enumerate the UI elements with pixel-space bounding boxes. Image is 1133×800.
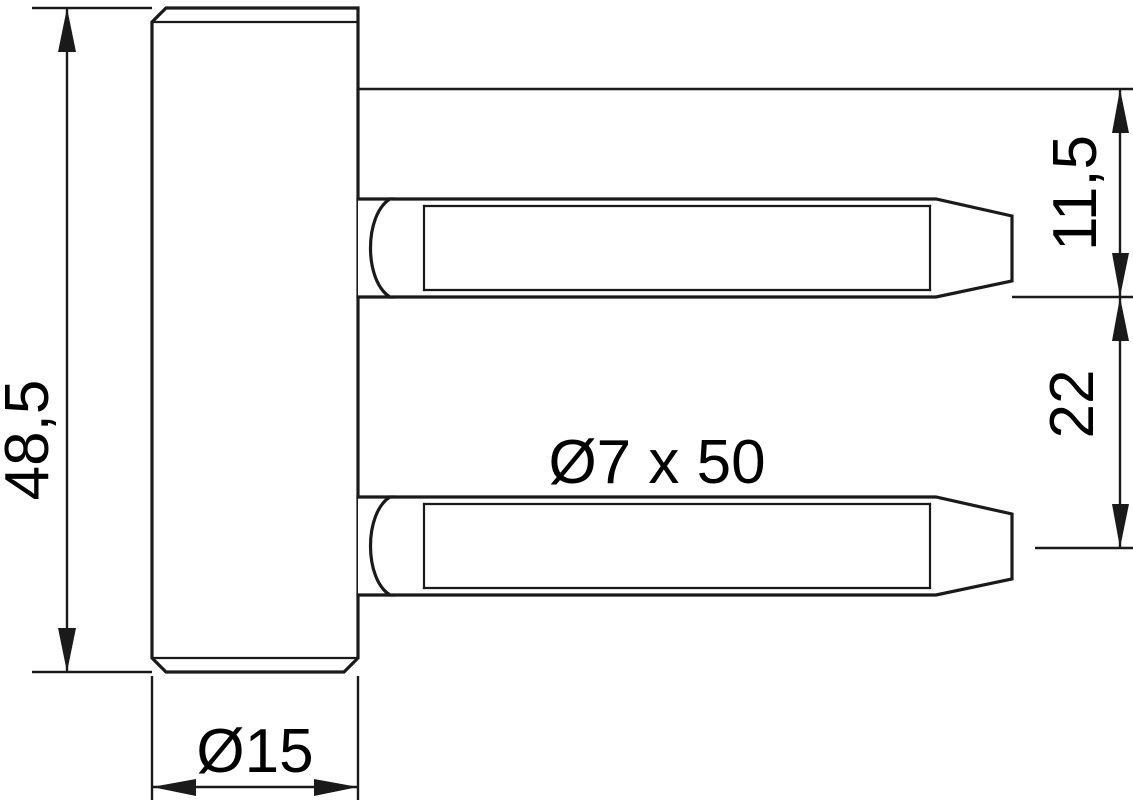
dimension-label-height: 48,5 <box>0 380 62 501</box>
arrowhead-offset-lower-top <box>1112 297 1129 341</box>
arrowhead-height-top <box>58 8 76 52</box>
arrowhead-offset-lower-bottom <box>1112 504 1129 548</box>
dimension-label-offset-upper: 11,5 <box>1041 135 1110 251</box>
upper-pin-shank <box>388 197 1014 299</box>
arrowhead-diameter-right <box>314 779 358 796</box>
arrowhead-offset-upper-top <box>1112 89 1129 133</box>
arrowhead-diameter-left <box>152 779 196 796</box>
lower-pin-shank <box>388 495 1014 597</box>
arrowhead-offset-upper-bottom <box>1112 253 1129 297</box>
pin-spec-label: Ø7 x 50 <box>548 428 765 497</box>
hinge-barrel-body <box>150 6 360 674</box>
dimension-label-diameter: Ø15 <box>196 717 313 786</box>
lower-pin-root-fillet <box>356 495 396 597</box>
arrowhead-height-bottom <box>58 628 76 672</box>
upper-pin-root-fillet <box>356 197 396 299</box>
dimension-label-offset-lower: 22 <box>1038 370 1107 439</box>
